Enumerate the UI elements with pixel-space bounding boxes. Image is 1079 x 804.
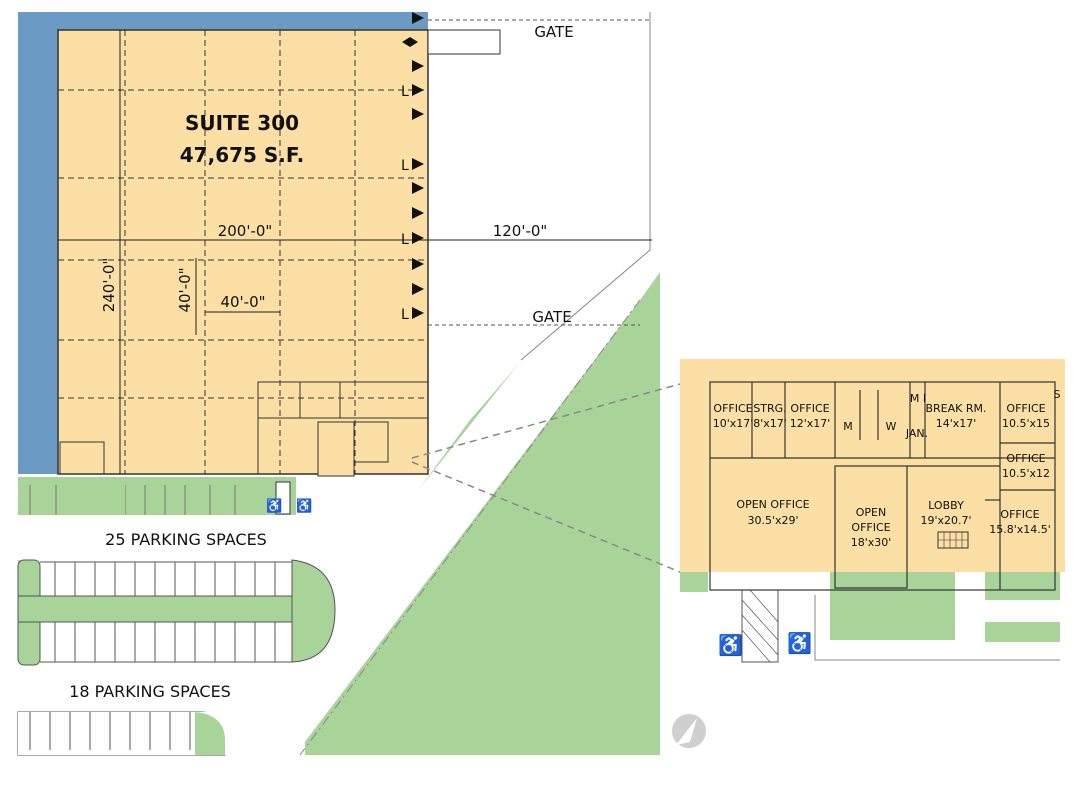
neighbor-suite-top xyxy=(58,12,428,30)
office-detail-inset: ♿ ♿ OFFICE 10'x1 xyxy=(680,359,1065,664)
dock-door-icon xyxy=(412,84,424,96)
room-size: 10'x17' xyxy=(713,417,754,430)
callout-line-top xyxy=(411,383,681,459)
room-name: OFFICE xyxy=(1006,402,1045,415)
gate-label-top: GATE xyxy=(534,23,573,41)
room-size: 19'x20.7' xyxy=(920,514,971,527)
room-size: 14'x17' xyxy=(936,417,977,430)
gate-label-mid: GATE xyxy=(532,308,571,326)
room-size: 8'x17' xyxy=(753,417,787,430)
dock-door-icon xyxy=(412,108,424,120)
suite-area: 47,675 S.F. xyxy=(180,143,304,167)
landscape-strip xyxy=(295,272,660,755)
room-name: LOBBY xyxy=(928,499,964,512)
room-name: OPEN xyxy=(856,506,886,519)
dock-door-icon xyxy=(412,207,424,219)
dock-door-icon xyxy=(402,37,418,47)
restroom-m: M xyxy=(843,420,853,433)
dock-door-icon xyxy=(412,182,424,194)
dimension-lines xyxy=(58,30,652,474)
accessible-parking-icon: ♿ xyxy=(718,633,743,657)
dock-door-icon xyxy=(412,60,424,72)
ramp-hatch xyxy=(741,589,779,663)
room-size: 30.5'x29' xyxy=(747,514,798,527)
dock-door-icon xyxy=(412,307,424,319)
dimension-bay-width: 40'-0" xyxy=(220,293,265,311)
room-name: OFFICE xyxy=(713,402,752,415)
mi-label: M I xyxy=(910,392,926,405)
ramp-hatch xyxy=(275,481,291,515)
s-label: S xyxy=(1054,388,1061,401)
room-size: 10.5'x12 xyxy=(1002,467,1050,480)
room-size: 18'x30' xyxy=(851,536,892,549)
dimension-width: 200'-0" xyxy=(218,222,273,240)
office-block xyxy=(59,381,429,477)
curb-line xyxy=(520,12,651,361)
svg-text:L: L xyxy=(401,232,409,248)
dimension-truck-court: 120'-0" xyxy=(493,222,548,240)
parking-label-row2: 18 PARKING SPACES xyxy=(69,682,231,701)
accessible-parking-icon: ♿ xyxy=(266,498,282,513)
dock-door-icon xyxy=(412,158,424,170)
room-name: BREAK RM. xyxy=(925,402,986,415)
parking-label-row1: 25 PARKING SPACES xyxy=(105,530,267,549)
room-name: OFFICE xyxy=(1000,508,1039,521)
svg-text:L: L xyxy=(401,84,409,100)
room-size: OFFICE xyxy=(851,521,890,534)
svg-text:L: L xyxy=(401,307,409,323)
svg-text:L: L xyxy=(401,158,409,174)
callout-line-bottom xyxy=(411,461,681,573)
room-size: 10.5'x15 xyxy=(1002,417,1050,430)
room-name: OFFICE xyxy=(790,402,829,415)
dock-door-icon xyxy=(412,283,424,295)
suite-name: SUITE 300 xyxy=(185,111,299,135)
north-arrow-icon xyxy=(672,714,706,748)
room-size: 15.8'x14.5' xyxy=(989,523,1051,536)
restroom-w: W xyxy=(886,420,897,433)
room-name: OFFICE xyxy=(1006,452,1045,465)
dock-door-icon xyxy=(412,12,424,24)
jan-label: JAN. xyxy=(905,427,928,440)
accessible-parking-icon: ♿ xyxy=(296,498,312,513)
room-name: STRG. xyxy=(753,402,786,415)
dock-doors xyxy=(402,12,424,319)
truck-court xyxy=(295,12,660,755)
dock-canopy xyxy=(427,29,501,55)
property-line xyxy=(299,299,641,756)
dimension-depth: 240'-0" xyxy=(100,258,118,313)
neighbor-suite-strip xyxy=(18,12,58,474)
warehouse-suite xyxy=(57,29,429,475)
dock-door-icon xyxy=(412,232,424,244)
accessible-parking-icon: ♿ xyxy=(787,631,812,655)
dock-level-marks: L L L L xyxy=(401,84,409,323)
parking-lot xyxy=(17,480,336,756)
dock-door-icon xyxy=(412,258,424,270)
room-name: OPEN OFFICE xyxy=(736,498,809,511)
dimension-bay-depth: 40'-0" xyxy=(176,267,194,312)
room-size: 12'x17' xyxy=(790,417,831,430)
